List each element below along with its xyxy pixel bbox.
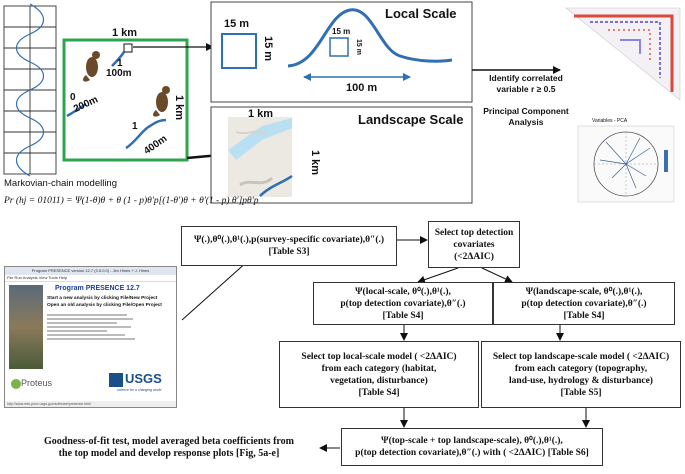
box7-line1: Ψ(top-scale + top landscape-scale), θ⁰(.… xyxy=(381,436,563,446)
box5-line4: [Table S4] xyxy=(358,387,400,398)
river-wave xyxy=(15,3,45,177)
cover-image xyxy=(9,285,43,369)
landscape-scale-title: Landscape Scale xyxy=(358,112,464,127)
box1-line2: [Table S3] xyxy=(268,247,310,257)
usgs-tagline: science for a changing world xyxy=(117,388,162,392)
pca-line1: Principal Component xyxy=(483,106,569,116)
local-small-side-label: 15 m xyxy=(355,39,362,55)
box6-line2: from each category (topography, xyxy=(514,363,648,374)
study-100m: 100m xyxy=(106,68,132,79)
box5-line2: from each category (habitat, xyxy=(321,363,437,374)
landscape-km-side: 1 km xyxy=(309,150,321,176)
local-big-square xyxy=(221,33,257,69)
box6-line3: land-use, hydrology & disturbance) xyxy=(509,375,653,386)
markov-caption: Markovian-chain modelling xyxy=(4,178,117,189)
usgs-logo-icon xyxy=(109,373,123,387)
box6-line1: Select top landscape-scale model ( <2ΔAI… xyxy=(492,351,670,362)
program-line1: Start a new analysis by clicking File/Ne… xyxy=(47,296,158,301)
correlation-heatmap xyxy=(565,7,681,101)
box2-line1: Select top detection xyxy=(434,227,514,238)
box7-line2: p(top detection covariate),θ″(.) with ( … xyxy=(355,448,589,458)
program-notes xyxy=(47,312,137,342)
flow-box-combined-model: Ψ(top-scale + top landscape-scale), θ⁰(.… xyxy=(341,428,603,466)
local-big-top-label: 15 m xyxy=(224,18,250,30)
local-small-top-label: 15 m xyxy=(332,27,351,36)
sample-cell xyxy=(123,43,133,53)
landscape-map-image xyxy=(228,117,293,197)
flow-box-landscape-scale: Ψ(landscape-scale, θ⁰(.),θ¹(.), p(top de… xyxy=(493,282,675,325)
study-km-right: 1 km xyxy=(173,95,185,121)
box5-line3: vegetation, disturbance) xyxy=(330,375,428,386)
flow-box-top-landscape: Select top landscape-scale model ( <2ΔAI… xyxy=(481,341,681,408)
box4-line1: Ψ(landscape-scale, θ⁰(.),θ¹(.), xyxy=(525,286,643,297)
proteus-logo-icon xyxy=(11,379,21,389)
box4-line2: p(top detection covariate),θ″(.) xyxy=(521,298,647,309)
arrow-box2-to-box4 xyxy=(481,267,513,283)
study-area-frame xyxy=(62,38,189,162)
pca-plot-title: Variables - PCA xyxy=(592,118,628,124)
probability-formula: Pr (hj = 01011) = Ψ(1-θ)θ + θ (1 - p)θ'p… xyxy=(4,196,259,206)
window-statusbar: http://www.mbr-pwrc.usgs.gov/software/pr… xyxy=(5,401,176,407)
flow-box-local-scale: Ψ(local-scale, θ⁰(.),θ¹(.), p(top detect… xyxy=(313,282,493,325)
correlation-label: Identify correlated variable r ≥ 0.5 xyxy=(480,73,572,95)
window-titlebar: Program PRESENCE version 12.7 (3.5.0.0) … xyxy=(5,267,176,275)
goodness-line2: the top model and develop response plots… xyxy=(58,448,280,459)
flow-box-top-local: Select top local-scale model ( <2ΔAIC) f… xyxy=(279,341,479,408)
pca-label: Principal Component Analysis xyxy=(474,106,578,128)
box6-line4: [Table S5] xyxy=(560,387,602,398)
presence-software-window: Program PRESENCE version 12.7 (3.5.0.0) … xyxy=(4,266,177,408)
local-scale-frame xyxy=(210,1,473,103)
flow-box-select-detection: Select top detection covariates (<2ΔAIC) xyxy=(428,221,520,268)
local-span-label: 100 m xyxy=(346,82,378,94)
study-one-a: 1 xyxy=(117,58,123,69)
box3-line1: Ψ(local-scale, θ⁰(.),θ¹(.), xyxy=(355,286,451,297)
window-menubar: File Run Analysis View Tools Help xyxy=(5,275,176,282)
box2-line2: covariates xyxy=(453,239,495,250)
pca-plot xyxy=(577,125,675,203)
correlation-line1: Identify correlated xyxy=(489,73,563,83)
goodness-of-fit-text: Goodness-of-fit test, model averaged bet… xyxy=(20,434,318,462)
study-zero: 0 xyxy=(70,92,76,103)
correlation-line2: variable r ≥ 0.5 xyxy=(496,84,556,94)
box3-line2: p(top detection covariate),θ″(.) xyxy=(340,298,466,309)
landscape-km-top: 1 km xyxy=(248,108,274,120)
box2-line3: (<2ΔAIC) xyxy=(454,251,494,262)
local-big-side-label: 15 m xyxy=(262,36,274,62)
otter-image-1 xyxy=(83,51,100,82)
box3-line3: [Table S4] xyxy=(382,310,424,321)
program-line2: Open an old analysis by clicking File/Op… xyxy=(47,303,162,308)
flow-box-detection-model: Ψ(.),θ⁰(.),θ¹(.),p(survey-specific covar… xyxy=(181,226,397,266)
local-hill-curve xyxy=(287,8,453,68)
box5-line1: Select top local-scale model ( <2ΔAIC) xyxy=(301,351,457,362)
otter-image-2 xyxy=(153,86,170,117)
study-km-top: 1 km xyxy=(112,27,138,39)
pca-line2: Analysis xyxy=(508,117,544,127)
study-one-b: 1 xyxy=(132,121,138,132)
local-scale-title: Local Scale xyxy=(385,6,457,21)
usgs-logo-text: USGS xyxy=(125,371,162,386)
goodness-line1: Goodness-of-fit test, model averaged bet… xyxy=(43,436,295,447)
program-title: Program PRESENCE 12.7 xyxy=(55,285,140,292)
box4-line3: [Table S4] xyxy=(563,310,605,321)
arrow-box2-to-box3 xyxy=(417,267,459,284)
local-small-square xyxy=(329,37,349,57)
proteus-logo-text: Proteus xyxy=(21,378,53,388)
box1-line1: Ψ(.),θ⁰(.),θ¹(.),p(survey-specific covar… xyxy=(193,235,385,245)
